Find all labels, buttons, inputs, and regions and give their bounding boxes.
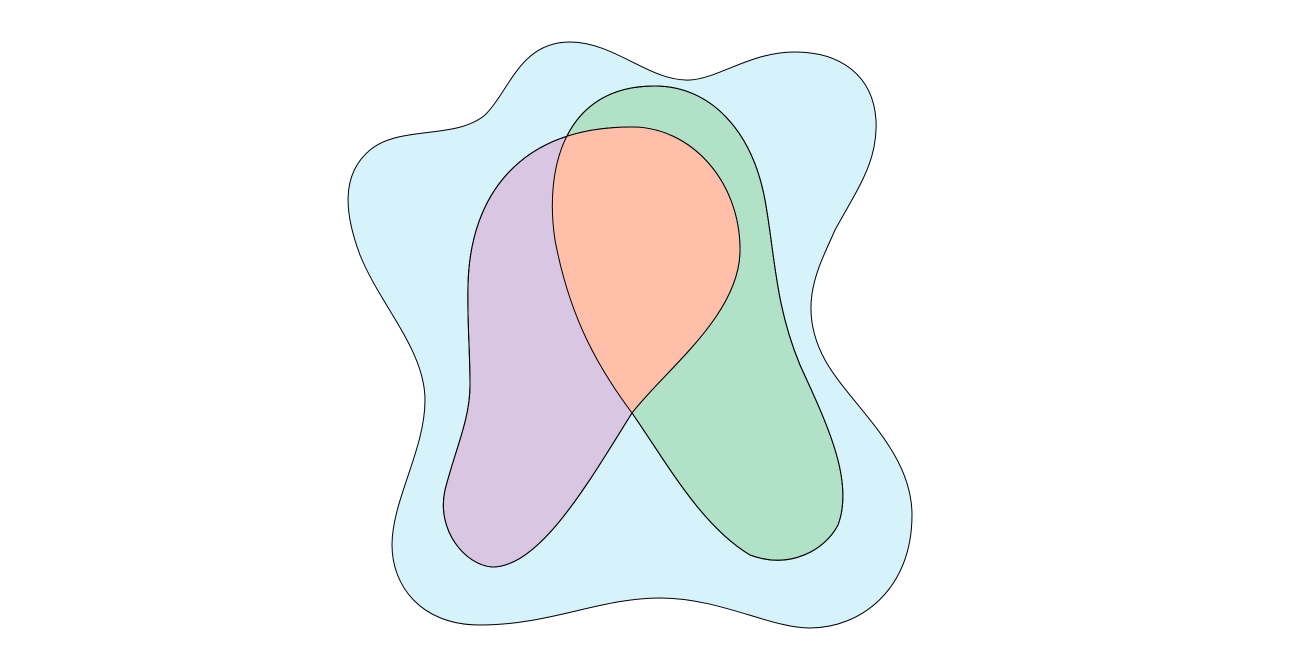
venn-diagram <box>347 41 913 629</box>
